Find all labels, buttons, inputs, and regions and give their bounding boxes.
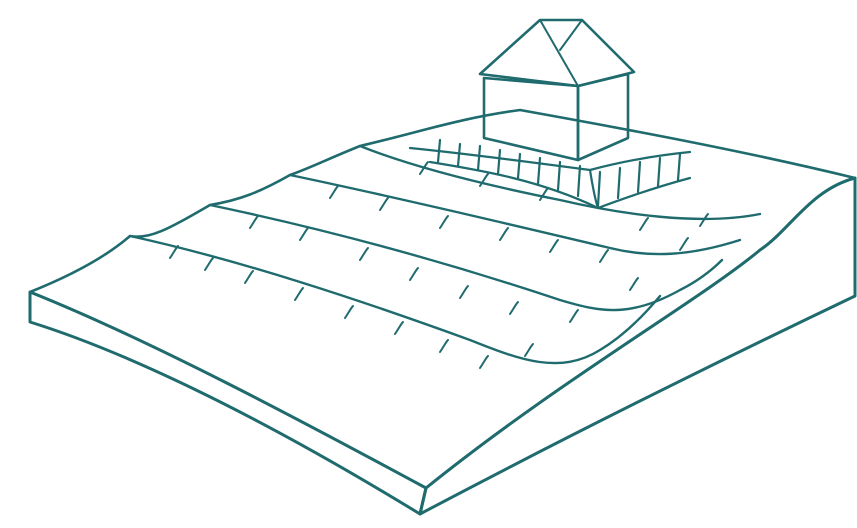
furrow-rows	[130, 146, 760, 363]
sprout-mark	[480, 356, 488, 368]
fence-post	[658, 158, 660, 186]
fence-post	[458, 144, 460, 166]
sprout-mark	[250, 216, 258, 228]
sprout-mark	[295, 288, 303, 300]
sprout-mark	[600, 250, 608, 262]
sprout-mark	[550, 240, 558, 252]
fence-post	[638, 162, 640, 192]
fence-post	[538, 158, 540, 184]
sprout-mark	[245, 271, 253, 283]
furrow-row	[290, 175, 740, 254]
sprout-mark	[300, 228, 308, 240]
house-wall-side	[578, 74, 628, 160]
house-roof-ridge	[540, 20, 582, 86]
sprout-mark	[360, 248, 368, 260]
sprout-mark	[500, 228, 508, 240]
sprout-mark	[205, 258, 213, 270]
sprout-mark	[630, 278, 638, 290]
fence-post	[678, 154, 680, 180]
sprout-mark	[525, 344, 533, 356]
sprout-mark	[380, 198, 388, 210]
sprout-mark	[680, 238, 688, 250]
fence-post	[618, 168, 620, 198]
fence-post	[438, 140, 440, 162]
sprout-mark	[460, 286, 468, 298]
fence-post	[478, 146, 480, 170]
fence-post	[598, 172, 600, 206]
house-icon	[480, 20, 634, 160]
sprout-mark	[440, 216, 448, 228]
sprout-mark	[570, 310, 578, 322]
field-surface	[30, 110, 855, 488]
fence-post	[518, 154, 520, 178]
sprout-mark	[440, 340, 448, 352]
furrow-row	[130, 236, 660, 363]
sprout-mark	[330, 186, 338, 198]
sprout-mark	[410, 268, 418, 280]
sprout-mark	[395, 322, 403, 334]
house-roof	[480, 20, 634, 86]
sprout-mark	[170, 246, 178, 258]
sprout-mark	[640, 218, 648, 230]
fence-post	[498, 150, 500, 174]
fence-post	[578, 166, 580, 196]
ground-front-face	[30, 292, 426, 514]
sprout-mark	[345, 306, 353, 318]
sprout-mark	[510, 302, 518, 314]
